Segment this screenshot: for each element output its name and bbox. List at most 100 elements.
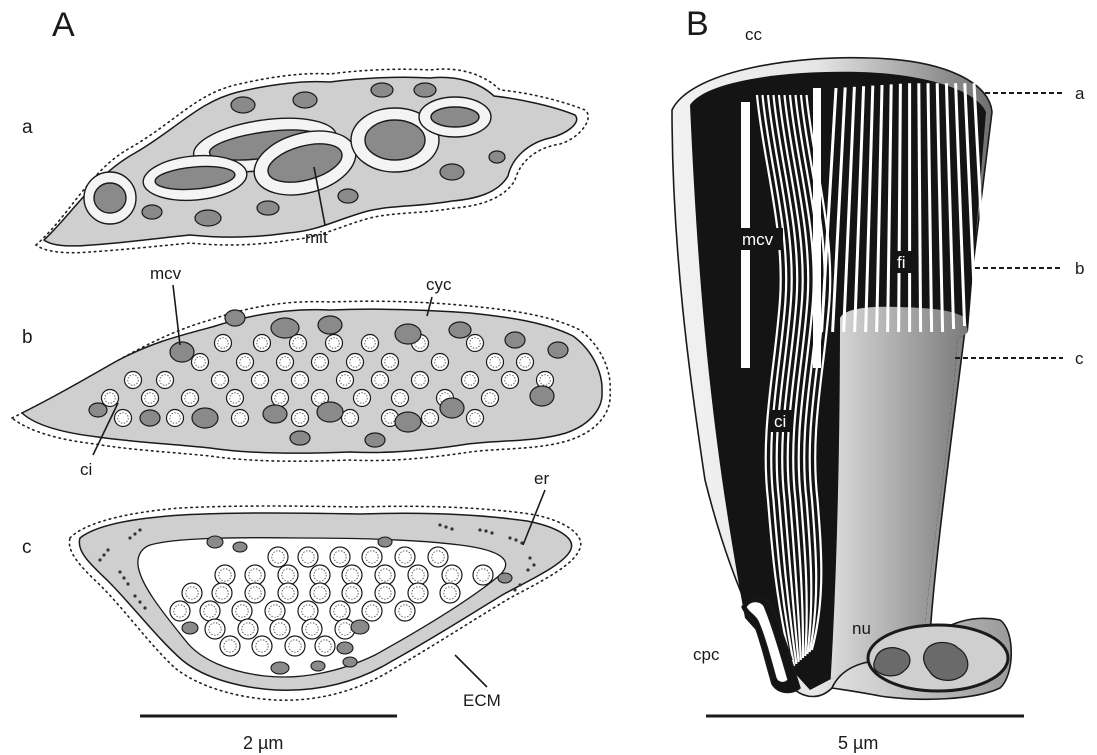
microvillus-fiber bbox=[919, 83, 921, 332]
cilium-cross-section bbox=[422, 410, 439, 427]
cilium-cross-section bbox=[382, 354, 399, 371]
cilium-cross-section bbox=[170, 601, 190, 621]
section-a bbox=[36, 69, 588, 253]
microvillus-fiber bbox=[899, 84, 901, 332]
cilium-cross-section bbox=[362, 601, 382, 621]
label-nu: nu bbox=[852, 619, 871, 638]
cilium-cross-section bbox=[342, 583, 362, 603]
cilium-cross-section bbox=[298, 601, 318, 621]
cilium-cross-section bbox=[157, 372, 174, 389]
cilium-cross-section bbox=[205, 619, 225, 639]
cilium-cross-section bbox=[167, 410, 184, 427]
section-c bbox=[69, 506, 580, 700]
cilium-cross-section bbox=[392, 390, 409, 407]
collar-cell bbox=[672, 58, 1011, 755]
cilium-cross-section bbox=[432, 354, 449, 371]
label-mcv-a: mcv bbox=[150, 264, 182, 283]
cilium-cross-section bbox=[467, 410, 484, 427]
label-mit: mit bbox=[305, 228, 328, 247]
cilium-cross-section bbox=[212, 372, 229, 389]
cilium-cross-section bbox=[125, 372, 142, 389]
label-ecm: ECM bbox=[463, 691, 501, 710]
cilium-cross-section bbox=[182, 390, 199, 407]
cilium-cross-section bbox=[285, 636, 305, 656]
cilium-cross-section bbox=[412, 372, 429, 389]
cilium-cross-section bbox=[238, 619, 258, 639]
cilium-cross-section bbox=[265, 601, 285, 621]
cilium-cross-section bbox=[395, 601, 415, 621]
label-cc: cc bbox=[745, 25, 763, 44]
cilium-cross-section bbox=[298, 547, 318, 567]
cilium-cross-section bbox=[277, 354, 294, 371]
cilium-cross-section bbox=[232, 601, 252, 621]
cilium-cross-section bbox=[142, 390, 159, 407]
cilium-cross-section bbox=[215, 335, 232, 352]
label-ci-a: ci bbox=[80, 460, 92, 479]
cilium-cross-section bbox=[337, 372, 354, 389]
cilium-cross-section bbox=[517, 354, 534, 371]
cilium-cross-section bbox=[254, 335, 271, 352]
cilium-cross-section bbox=[362, 335, 379, 352]
cilium-cross-section bbox=[232, 410, 249, 427]
cilium-cross-section bbox=[270, 619, 290, 639]
cilium-cross-section bbox=[252, 636, 272, 656]
cilium-cross-section bbox=[237, 354, 254, 371]
cilium-cross-section bbox=[212, 583, 232, 603]
cilium-cross-section bbox=[347, 354, 364, 371]
cilium-cross-section bbox=[302, 619, 322, 639]
cilium-cross-section bbox=[482, 390, 499, 407]
cilium-cross-section bbox=[102, 390, 119, 407]
panel-a-letter: A bbox=[52, 6, 75, 44]
cilium-cross-section bbox=[215, 565, 235, 585]
cilium-cross-section bbox=[268, 547, 288, 567]
cilium-cross-section bbox=[272, 390, 289, 407]
cilium-cross-section bbox=[375, 565, 395, 585]
cilium-cross-section bbox=[330, 601, 350, 621]
cilium-cross-section bbox=[200, 601, 220, 621]
scale-bar-a-label: 2 µm bbox=[243, 733, 283, 753]
cilium-cross-section bbox=[310, 565, 330, 585]
cilium-cross-section bbox=[310, 583, 330, 603]
cilium-cross-section bbox=[428, 547, 448, 567]
panel-b-letter: B bbox=[686, 5, 709, 43]
cilium-cross-section bbox=[252, 372, 269, 389]
label-ci-b: ci bbox=[774, 412, 786, 431]
section-a-letter: a bbox=[22, 117, 33, 138]
cilium-cross-section bbox=[395, 547, 415, 567]
label-cyc: cyc bbox=[426, 275, 452, 294]
cilium-cross-section bbox=[278, 583, 298, 603]
cilium-cross-section bbox=[312, 354, 329, 371]
cilium-cross-section bbox=[372, 372, 389, 389]
label-fi: fi bbox=[897, 253, 906, 272]
cilium-cross-section bbox=[192, 354, 209, 371]
label-er: er bbox=[534, 469, 549, 488]
cilium-cross-section bbox=[182, 583, 202, 603]
cilium-cross-section bbox=[442, 565, 462, 585]
cilium-cross-section bbox=[467, 335, 484, 352]
cilium-cross-section bbox=[278, 565, 298, 585]
cilium-cross-section bbox=[502, 372, 519, 389]
cilium-cross-section bbox=[342, 565, 362, 585]
cilium-cross-section bbox=[408, 583, 428, 603]
cilium-cross-section bbox=[342, 410, 359, 427]
cilium-cross-section bbox=[315, 636, 335, 656]
cilium-cross-section bbox=[326, 335, 343, 352]
cilium-cross-section bbox=[362, 547, 382, 567]
cilium-cross-section bbox=[354, 390, 371, 407]
label-cpc: cpc bbox=[693, 645, 720, 664]
cilium-cross-section bbox=[115, 410, 132, 427]
cilium-cross-section bbox=[292, 410, 309, 427]
level-b-letter: b bbox=[1075, 259, 1084, 278]
cilium-cross-section bbox=[462, 372, 479, 389]
section-c-letter: c bbox=[22, 537, 32, 558]
level-c-letter: c bbox=[1075, 349, 1084, 368]
mcv-leader bbox=[173, 285, 180, 345]
cilium-cross-section bbox=[227, 390, 244, 407]
cilium-cross-section bbox=[473, 565, 493, 585]
level-a-letter: a bbox=[1075, 84, 1085, 103]
ecm-leader bbox=[455, 655, 487, 687]
cilium-cross-section bbox=[245, 583, 265, 603]
label-mcv-b: mcv bbox=[742, 230, 774, 249]
